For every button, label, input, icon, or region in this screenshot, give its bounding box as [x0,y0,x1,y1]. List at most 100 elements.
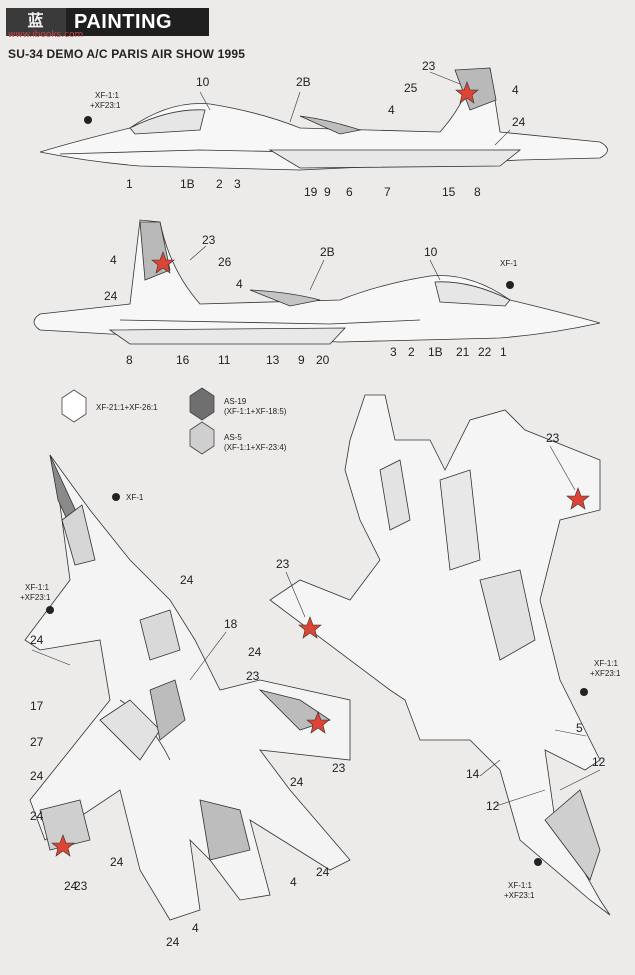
star-icon [151,251,175,274]
svg-text:2B: 2B [320,245,335,259]
legend-swatch-white [61,389,87,423]
svg-text:26: 26 [218,255,232,269]
svg-text:24: 24 [512,115,526,129]
svg-text:12: 12 [486,799,500,813]
svg-text:23: 23 [246,669,260,683]
svg-text:9: 9 [298,353,305,367]
svg-text:15: 15 [442,185,456,199]
svg-text:+XF23:1: +XF23:1 [504,891,535,900]
svg-text:11: 11 [218,353,231,367]
svg-text:3: 3 [390,345,397,359]
svg-text:23: 23 [276,557,290,571]
paint-call-labels: XF-1:1 +XF23:1 XF-1 XF-1 XF-1:1 +XF23:1 … [20,91,621,900]
paint-call-dots [46,116,588,866]
svg-text:10: 10 [196,75,210,89]
svg-text:24: 24 [30,769,44,783]
star-icon [455,81,479,104]
svg-text:5: 5 [576,721,583,735]
svg-text:4: 4 [192,921,199,935]
svg-text:24: 24 [30,809,44,823]
svg-text:XF-1:1: XF-1:1 [508,881,533,890]
svg-text:24: 24 [180,573,194,587]
svg-text:23: 23 [422,59,436,73]
svg-text:2: 2 [408,345,415,359]
legend-label-1: XF-21:1+XF-26:1 [96,403,158,412]
callouts-side-1: 10 2B 23 25 4 4 24 1 1B 2 3 19 9 6 7 15 … [126,59,526,199]
svg-text:24: 24 [64,879,78,893]
svg-text:18: 18 [224,617,238,631]
svg-text:20: 20 [316,353,330,367]
section-title: PAINTING [74,11,173,33]
svg-text:13: 13 [266,353,280,367]
legend-swatch-dark [189,387,215,421]
svg-text:4: 4 [110,253,117,267]
svg-text:XF-1: XF-1 [500,259,518,268]
svg-text:25: 25 [404,81,418,95]
svg-text:24: 24 [248,645,262,659]
svg-text:23: 23 [202,233,216,247]
svg-text:12: 12 [592,755,606,769]
svg-text:XF-1:1: XF-1:1 [95,91,120,100]
svg-text:4: 4 [236,277,243,291]
svg-text:1: 1 [500,345,507,359]
svg-text:23: 23 [332,761,346,775]
subtitle: SU-34 DEMO A/C PARIS AIR SHOW 1995 [8,47,246,61]
svg-text:3: 3 [234,177,241,191]
svg-text:19: 19 [304,185,318,199]
svg-text:22: 22 [478,345,492,359]
star-icon [566,487,590,510]
svg-text:4: 4 [388,103,395,117]
svg-text:XF-1:1: XF-1:1 [25,583,50,592]
svg-text:4: 4 [290,875,297,889]
roundel-markings [51,81,590,857]
svg-text:1: 1 [126,177,133,191]
top-view [24,454,351,921]
svg-text:24: 24 [316,865,330,879]
star-icon [298,616,322,639]
section-header: 蓝 PAINTING [6,8,209,36]
svg-text:21: 21 [456,345,470,359]
callouts-bottom-view: 23 23 5 14 12 12 [276,431,606,813]
svg-text:23: 23 [74,879,88,893]
svg-text:24: 24 [30,633,44,647]
svg-text:8: 8 [474,185,481,199]
svg-text:6: 6 [346,185,353,199]
svg-text:+XF23:1: +XF23:1 [90,101,121,110]
site-logo: 蓝 [6,8,66,36]
svg-text:10: 10 [424,245,438,259]
svg-text:XF-1:1: XF-1:1 [594,659,619,668]
svg-text:1B: 1B [428,345,443,359]
star-icon [306,711,330,734]
legend-label-3: AS-5 [224,433,242,442]
svg-text:24: 24 [290,775,304,789]
legend-label-2b: (XF-1:1+XF-18:5) [224,407,287,416]
svg-text:16: 16 [176,353,190,367]
svg-text:17: 17 [30,699,44,713]
side-view-right [33,219,601,345]
svg-text:27: 27 [30,735,44,749]
svg-text:24: 24 [110,855,124,869]
legend-label-3b: (XF-1:1+XF-23:4) [224,443,287,452]
bottom-view [269,394,611,916]
svg-text:9: 9 [324,185,331,199]
svg-text:8: 8 [126,353,133,367]
color-legend: XF-21:1+XF-26:1 AS-19 (XF-1:1+XF-18:5) A… [61,387,287,455]
callouts-top-view: 24 24 18 24 17 27 24 24 24 24 23 24 4 24… [30,573,346,949]
svg-text:24: 24 [104,289,118,303]
leader-lines [31,71,601,807]
svg-text:24: 24 [166,935,180,949]
legend-swatch-light [189,421,215,455]
svg-text:+XF23:1: +XF23:1 [590,669,621,678]
svg-text:XF-1: XF-1 [126,493,144,502]
svg-text:7: 7 [384,185,391,199]
svg-text:4: 4 [512,83,519,97]
svg-text:2: 2 [216,177,223,191]
svg-text:+XF23:1: +XF23:1 [20,593,51,602]
legend-label-2: AS-19 [224,397,247,406]
star-icon [51,834,75,857]
svg-text:1B: 1B [180,177,195,191]
svg-text:14: 14 [466,767,480,781]
site-url: www.ibooks.com [8,30,84,40]
